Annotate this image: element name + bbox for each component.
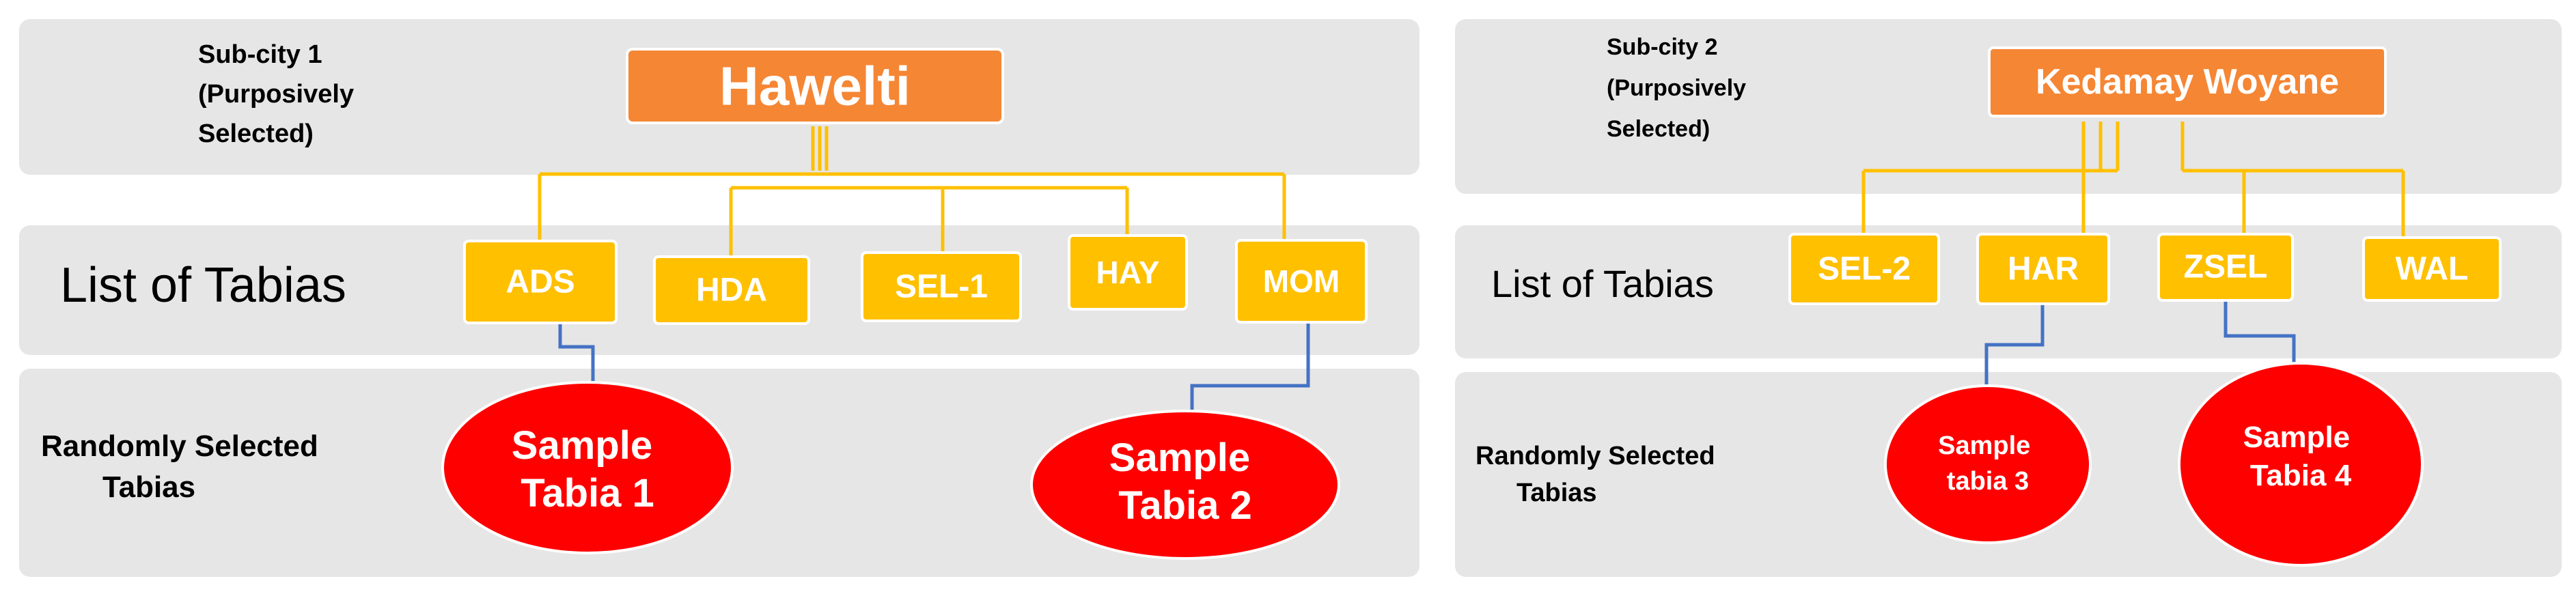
svg-text:WAL: WAL — [2396, 251, 2469, 287]
tree-connectors-2 — [1861, 122, 2405, 239]
tabia-box-zsel: ZSEL — [2157, 233, 2294, 302]
sample-connector-mom — [1190, 321, 1310, 416]
random-label: Randomly Selected Tabias — [41, 429, 327, 504]
svg-text:Sample Tabia 4: Sample Tabia 4 — [2243, 421, 2359, 492]
subcity-label: Sub-city 1 (Purposively Selected) — [198, 40, 361, 148]
svg-text:Sample Tabia 2: Sample Tabia 2 — [1109, 436, 1261, 528]
tabia-box-har: HAR — [1976, 233, 2110, 305]
tabia-box-sel-1: SEL-1 — [861, 251, 1022, 322]
sample-connector-ads — [558, 322, 595, 382]
sample-connector-har — [1984, 304, 2045, 388]
sample-tabia-1: Sample Tabia 1 — [441, 381, 734, 554]
svg-text:ZSEL: ZSEL — [2184, 249, 2268, 285]
sample-tabia-2: Sample Tabia 2 — [1030, 410, 1340, 560]
sample-tabia-4: Sample Tabia 4 — [2178, 362, 2424, 567]
panel-subcity-2: Kedamay Woyane Sub-city 2 (Purposively S… — [1455, 19, 2562, 577]
row-label-list-of-tabias: List of Tabias — [60, 258, 346, 313]
svg-text:MOM: MOM — [1263, 264, 1340, 299]
tabia-box-wal: WAL — [2362, 236, 2502, 302]
svg-text:HAY: HAY — [1096, 255, 1160, 290]
panel-subcity-1: Hawelti Sub-city 1 (Purposively Selected… — [19, 19, 1419, 577]
tabia-box-sel-2: SEL-2 — [1788, 233, 1940, 305]
subcity-label: Sub-city 2 (Purposively Selected) — [1607, 34, 1753, 142]
svg-text:SEL-2: SEL-2 — [1818, 251, 1911, 287]
tabia-box-hay: HAY — [1068, 234, 1188, 311]
subcity-box-hawelti — [626, 48, 1004, 124]
subcity-name: Kedamay Woyane — [2036, 62, 2339, 102]
random-label: Randomly Selected Tabias — [1476, 442, 1722, 507]
sample-tabia-3: Sample tabia 3 — [1884, 384, 2092, 544]
svg-text:SEL-1: SEL-1 — [895, 269, 988, 305]
svg-text:ADS: ADS — [505, 264, 574, 300]
svg-text:HDA: HDA — [696, 272, 767, 309]
tabia-box-ads: ADS — [463, 240, 618, 324]
svg-text:Sample Tabia 1: Sample Tabia 1 — [512, 423, 663, 515]
subcity-name: Hawelti — [719, 56, 911, 117]
svg-text:HAR: HAR — [2008, 251, 2079, 287]
sample-connector-zsel — [2224, 300, 2296, 369]
tabia-box-mom: MOM — [1235, 239, 1368, 324]
row-label-list-of-tabias: List of Tabias — [1491, 262, 1714, 305]
subcity-box-kedamay-woyane — [1988, 46, 2387, 117]
tabia-box-hda: HDA — [653, 255, 810, 325]
svg-text:Sample tabia 3: Sample tabia 3 — [1938, 431, 2038, 496]
tree-connectors-1 — [538, 126, 1286, 258]
